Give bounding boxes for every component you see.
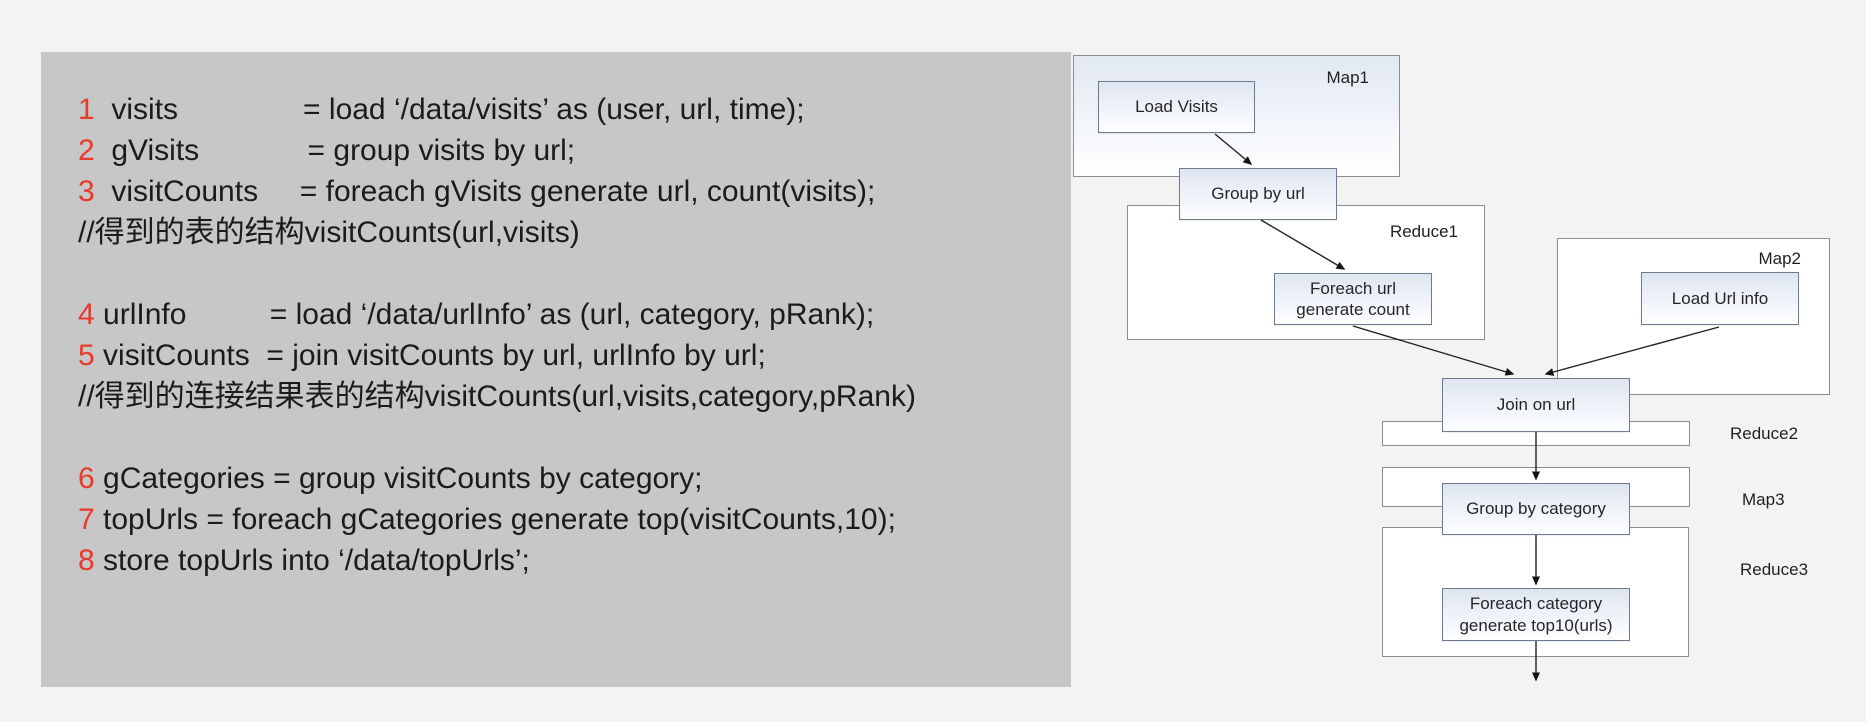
line-number: 6	[78, 462, 95, 495]
map1-label: Map1	[1326, 68, 1369, 87]
code-line: 7 topUrls = foreach gCategories generate…	[78, 499, 1071, 540]
foreach-url-count-node: Foreach url generate count	[1274, 273, 1432, 325]
line-number: 4	[78, 298, 95, 331]
line-text: visitCounts = foreach gVisits generate u…	[94, 175, 876, 208]
code-comment-line: //得到的表的结构visitCounts(url,visits)	[78, 212, 1071, 253]
line-text: topUrls = foreach gCategories generate t…	[94, 503, 896, 536]
code-line: 8 store topUrls into ‘/data/topUrls’;	[78, 540, 1071, 581]
line-number: 5	[78, 339, 95, 372]
line-number: 8	[78, 544, 95, 577]
line-text: urlInfo = load ‘/data/urlInfo’ as (url, …	[94, 298, 875, 331]
code-comment-line: //得到的连接结果表的结构visitCounts(url,visits,cate…	[78, 376, 1071, 417]
line-text: //得到的连接结果表的结构visitCounts(url,visits,cate…	[78, 380, 916, 413]
line-text: store topUrls into ‘/data/topUrls’;	[94, 544, 530, 577]
line-number: 1	[78, 93, 95, 126]
code-line: 2 gVisits = group visits by url;	[78, 130, 1071, 171]
code-line: 4 urlInfo = load ‘/data/urlInfo’ as (url…	[78, 294, 1071, 335]
reduce1-label: Reduce1	[1389, 222, 1458, 241]
line-text: gVisits = group visits by url;	[94, 134, 576, 167]
map3-label: Map3	[1742, 490, 1785, 509]
line-number: 2	[78, 134, 95, 167]
load-visits-node: Load Visits	[1098, 81, 1255, 133]
pig-script-panel: 1 visits = load ‘/data/visits’ as (user,…	[41, 52, 1071, 687]
code-line: 5 visitCounts = join visitCounts by url,…	[78, 335, 1071, 376]
map2-label: Map2	[1758, 249, 1801, 268]
line-text: visitCounts = join visitCounts by url, u…	[94, 339, 766, 372]
line-number: 7	[78, 503, 95, 536]
code-line: 6 gCategories = group visitCounts by cat…	[78, 458, 1071, 499]
reduce3-label: Reduce3	[1740, 560, 1809, 579]
join-on-url-node: Join on url	[1442, 378, 1630, 432]
code-line: 3 visitCounts = foreach gVisits generate…	[78, 171, 1071, 212]
load-url-info-node: Load Url info	[1641, 272, 1799, 325]
line-text: visits = load ‘/data/visits’ as (user, u…	[94, 93, 805, 126]
code-line: 1 visits = load ‘/data/visits’ as (user,…	[78, 89, 1071, 130]
group-by-url-node: Group by url	[1179, 168, 1337, 220]
group-by-category-node: Group by category	[1442, 483, 1630, 535]
foreach-category-top10-node: Foreach category generate top10(urls)	[1442, 588, 1630, 641]
reduce2-label: Reduce2	[1730, 424, 1799, 443]
line-number: 3	[78, 175, 95, 208]
line-text: //得到的表的结构visitCounts(url,visits)	[78, 216, 580, 249]
line-text: gCategories = group visitCounts by categ…	[94, 462, 703, 495]
